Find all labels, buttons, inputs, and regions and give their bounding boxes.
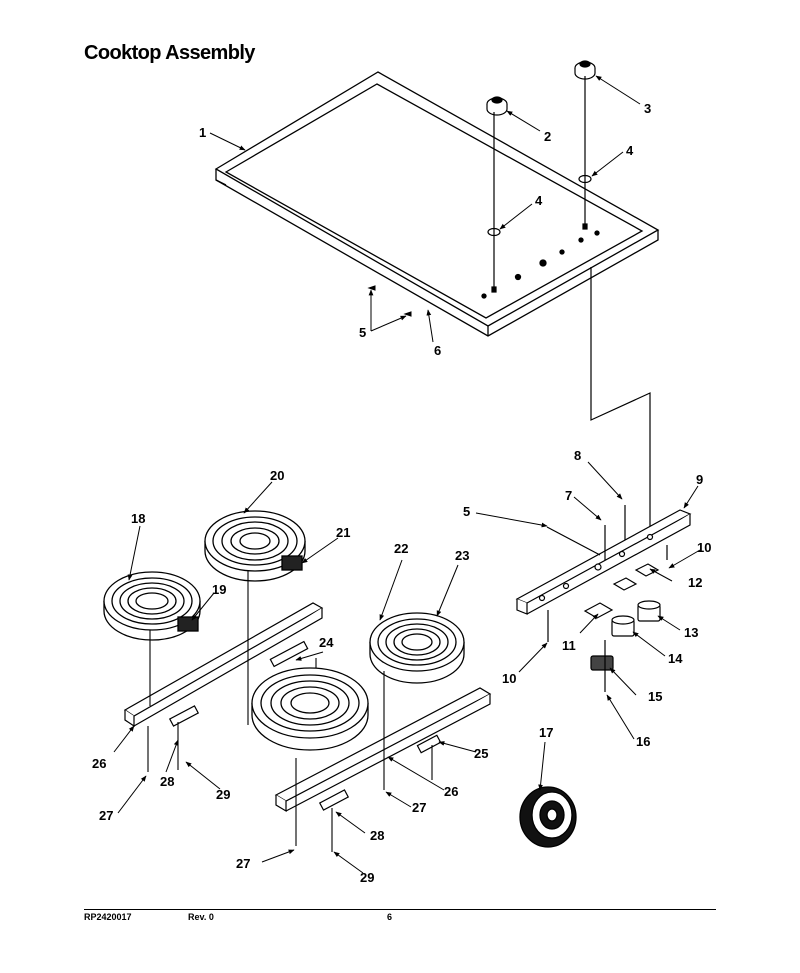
callout-3: 3	[644, 101, 651, 116]
callout-23: 23	[455, 548, 469, 563]
wire-lead	[590, 267, 651, 535]
callout-14: 14	[668, 651, 683, 666]
callout-13: 13	[684, 625, 698, 640]
footer-rule	[84, 909, 716, 910]
callout-28: 28	[160, 774, 174, 789]
callout-26: 26	[444, 784, 458, 799]
callout-27: 27	[412, 800, 426, 815]
switch-parts	[546, 505, 668, 692]
callout-18: 18	[131, 511, 145, 526]
burner-24	[251, 667, 369, 751]
callout-17: 17	[539, 725, 553, 740]
knob-assembly	[486, 60, 596, 293]
screw-group-5	[367, 285, 412, 317]
footer-part-number: RP2420017	[84, 912, 132, 922]
callout-19: 19	[212, 582, 226, 597]
callout-16: 16	[636, 734, 650, 749]
callout-7: 7	[565, 488, 572, 503]
right-burner-bracket	[274, 687, 492, 813]
callout-28: 28	[370, 828, 384, 843]
callout-2: 2	[544, 129, 551, 144]
callout-8: 8	[574, 448, 581, 463]
callout-26: 26	[92, 756, 106, 771]
callout-29: 29	[360, 870, 374, 885]
callout-29: 29	[216, 787, 230, 802]
callout-27: 27	[99, 808, 113, 823]
callout-24: 24	[319, 635, 334, 650]
burner-18	[103, 571, 201, 641]
callout-25: 25	[474, 746, 488, 761]
left-burner-bracket	[123, 602, 324, 728]
callout-21: 21	[336, 525, 350, 540]
burner-23	[369, 612, 465, 684]
callout-5: 5	[463, 504, 470, 519]
callout-4: 4	[535, 193, 543, 208]
cooktop-glass	[214, 71, 660, 337]
mounting-lines	[147, 571, 433, 852]
callout-12: 12	[688, 575, 702, 590]
burner-20	[204, 510, 306, 582]
callout-1: 1	[199, 125, 206, 140]
callout-6: 6	[434, 343, 441, 358]
leader-lines	[113, 75, 701, 874]
callout-15: 15	[648, 689, 662, 704]
callout-10: 10	[502, 671, 516, 686]
callout-5: 5	[359, 325, 366, 340]
callout-4: 4	[626, 143, 634, 158]
callout-11: 11	[562, 638, 576, 653]
callout-20: 20	[270, 468, 284, 483]
footer-page-number: 6	[387, 912, 393, 922]
control-bracket	[515, 509, 692, 615]
callout-22: 22	[394, 541, 408, 556]
footer-revision: Rev. 0	[188, 912, 214, 922]
callout-27: 27	[236, 856, 250, 871]
knob-17	[519, 786, 577, 848]
callout-10: 10	[697, 540, 711, 555]
callout-9: 9	[696, 472, 703, 487]
page-title: Cooktop Assembly	[84, 42, 255, 64]
